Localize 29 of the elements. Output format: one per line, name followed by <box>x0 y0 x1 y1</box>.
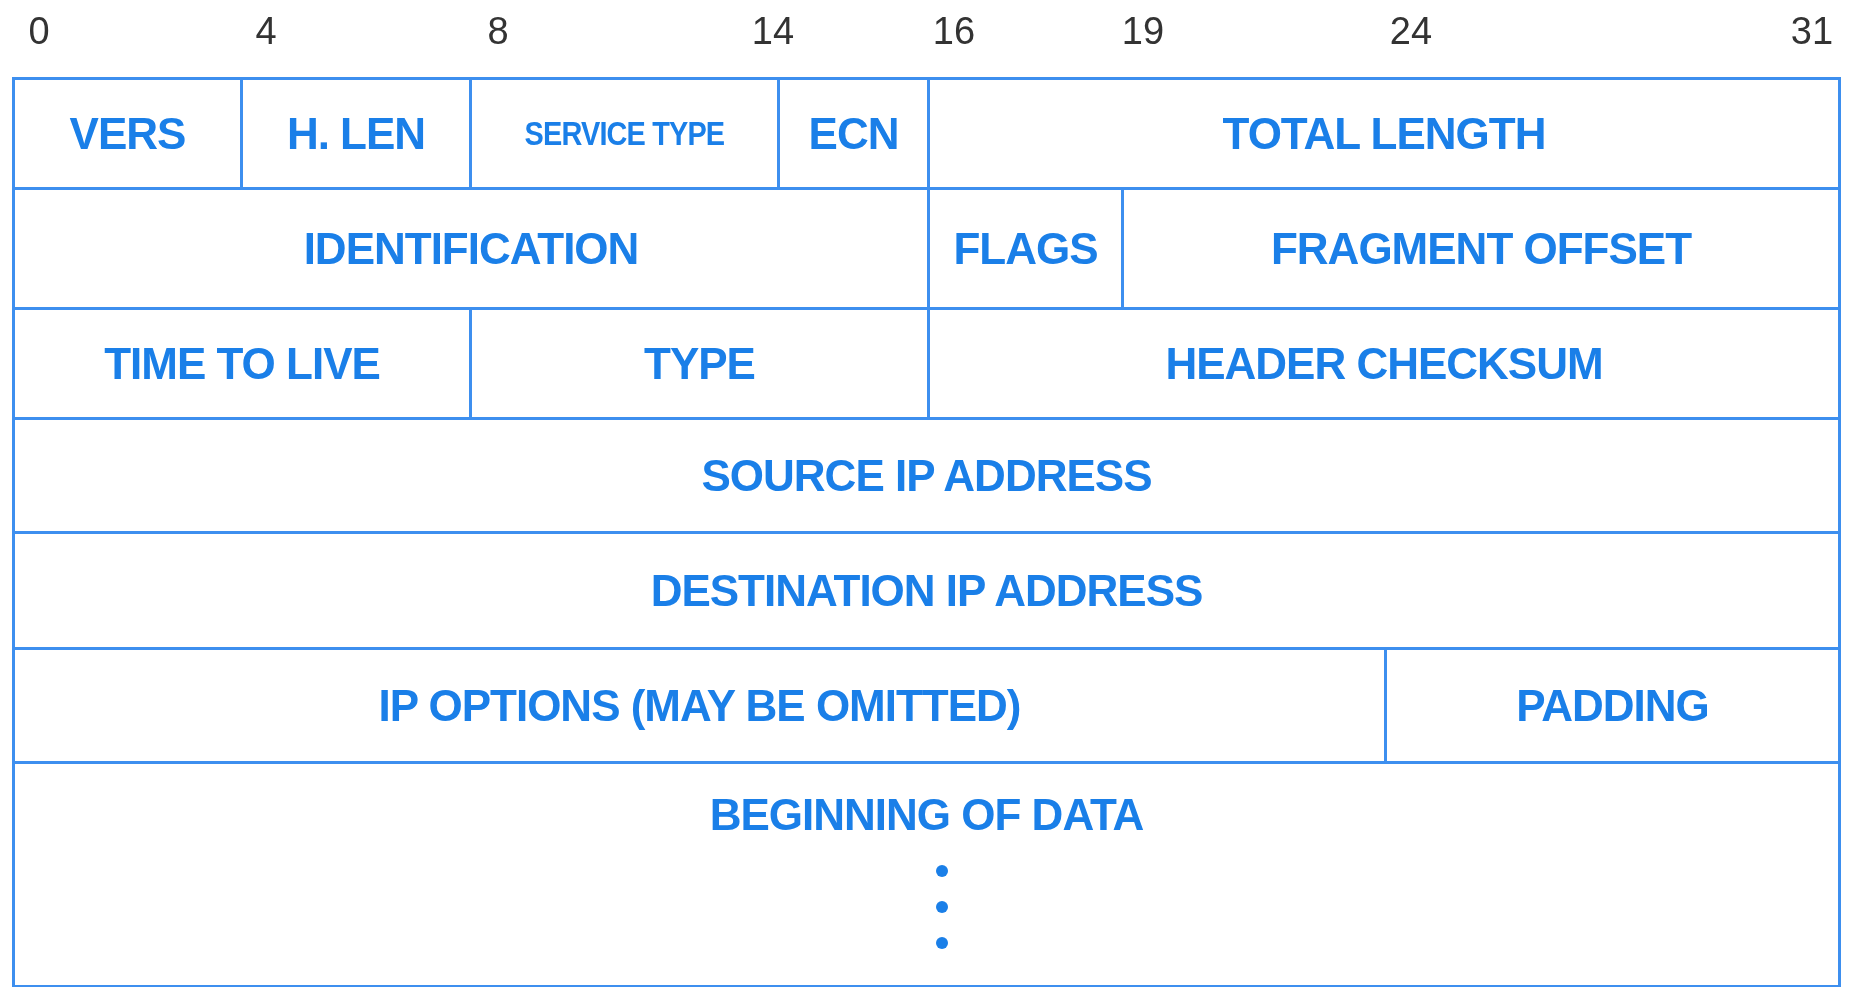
field-name: SOURCE IP ADDRESS <box>701 450 1152 501</box>
field-name: FLAGS <box>953 223 1098 274</box>
field-name: VERS <box>69 108 186 159</box>
field-name: H. LEN <box>286 108 426 159</box>
field-name: TYPE <box>644 338 755 389</box>
field-name: IDENTIFICATION <box>303 223 639 274</box>
field-name: PADDING <box>1516 680 1709 731</box>
bit-number: 4 <box>255 10 277 53</box>
field-name: HEADER CHECKSUM <box>1165 338 1603 389</box>
field-name: TIME TO LIVE <box>104 338 380 389</box>
field-name: BEGINNING OF DATA <box>709 790 1144 840</box>
bit-number: 24 <box>1389 10 1433 53</box>
bit-number: 8 <box>487 10 509 53</box>
field-name: ECN <box>808 108 899 159</box>
field-name: TOTAL LENGTH <box>1222 108 1546 159</box>
field-name: SERVICE TYPE <box>524 114 725 153</box>
field-name: FRAGMENT OFFSET <box>1270 223 1692 274</box>
bit-number: 31 <box>1790 10 1834 53</box>
field-name: DESTINATION IP ADDRESS <box>650 565 1203 616</box>
bit-number: 0 <box>28 10 50 53</box>
header-field <box>927 77 1841 190</box>
bit-number: 14 <box>751 10 795 53</box>
bit-number: 16 <box>932 10 976 53</box>
header-field <box>12 417 1841 534</box>
header-field <box>12 531 1841 650</box>
header-field <box>12 761 1841 987</box>
bit-number: 19 <box>1121 10 1165 53</box>
header-field <box>12 77 243 190</box>
field-name: IP OPTIONS (MAY BE OMITTED) <box>378 680 1021 731</box>
